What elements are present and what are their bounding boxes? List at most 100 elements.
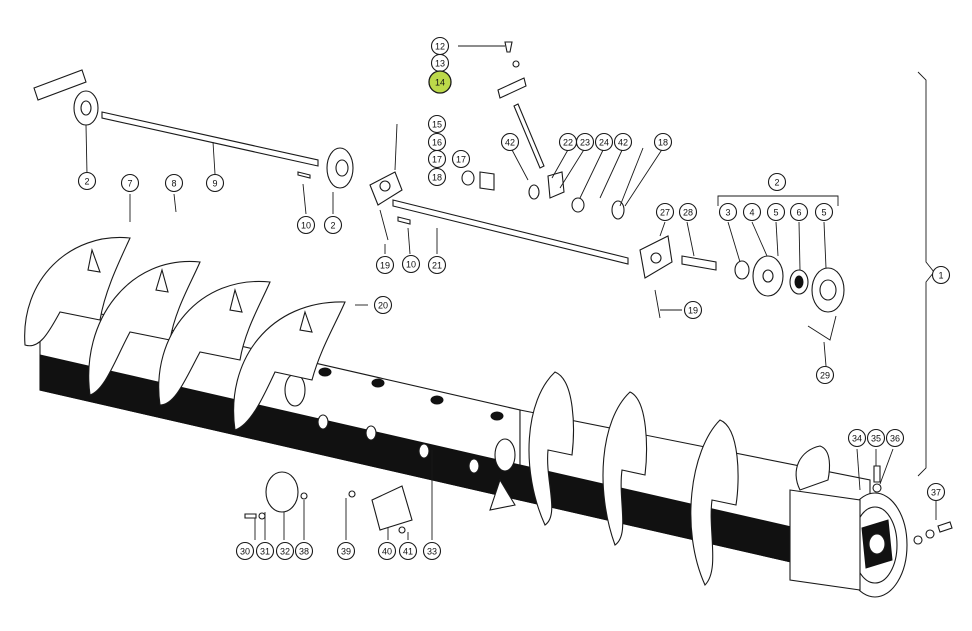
callout-2[interactable]: 2: [767, 172, 787, 192]
callout-12[interactable]: 12: [430, 36, 450, 56]
callout-8[interactable]: 8: [164, 173, 184, 193]
callout-34[interactable]: 34: [847, 428, 867, 448]
callout-label: 5: [821, 208, 826, 218]
callout-label: 20: [378, 301, 388, 311]
callout-19[interactable]: 19: [683, 300, 703, 320]
callout-circle: [296, 215, 316, 235]
callout-14[interactable]: 14: [428, 70, 452, 94]
callout-label: 1: [938, 271, 943, 281]
callout-label: 9: [212, 179, 217, 189]
callout-circle: [164, 173, 184, 193]
callout-circle: [77, 171, 97, 191]
callout-3[interactable]: 3: [718, 202, 738, 222]
callout-label: 17: [432, 155, 442, 165]
callout-42[interactable]: 42: [613, 132, 633, 152]
callout-circle: [275, 541, 295, 561]
callout-circle: [375, 255, 395, 275]
callout-label: 24: [599, 138, 609, 148]
callout-label: 42: [618, 138, 628, 148]
callout-30[interactable]: 30: [235, 541, 255, 561]
callout-label: 23: [580, 138, 590, 148]
callout-circle: [653, 132, 673, 152]
callout-circle: [427, 167, 447, 187]
bearing-parts: [461, 170, 625, 220]
callout-37[interactable]: 37: [926, 482, 946, 502]
callout-label: 5: [773, 208, 778, 218]
callout-35[interactable]: 35: [866, 428, 886, 448]
bracket-2: [717, 195, 839, 206]
callout-circle: [885, 428, 905, 448]
callout-18[interactable]: 18: [427, 167, 447, 187]
callout-circle: [235, 541, 255, 561]
callout-5[interactable]: 5: [814, 202, 834, 222]
callout-38[interactable]: 38: [294, 541, 314, 561]
callout-5[interactable]: 5: [766, 202, 786, 222]
callout-10[interactable]: 10: [401, 254, 421, 274]
callout-circle: [377, 541, 397, 561]
callout-32[interactable]: 32: [275, 541, 295, 561]
callout-36[interactable]: 36: [885, 428, 905, 448]
callout-label: 31: [260, 547, 270, 557]
callout-label: 15: [432, 120, 442, 130]
callout-label: 28: [683, 208, 693, 218]
callout-22[interactable]: 22: [558, 132, 578, 152]
callout-label: 2: [330, 221, 335, 231]
callout-42[interactable]: 42: [500, 132, 520, 152]
callout-2[interactable]: 2: [77, 171, 97, 191]
callout-label: 32: [280, 547, 290, 557]
callout-circle: [926, 482, 946, 502]
callout-label: 19: [688, 306, 698, 316]
callout-label: 2: [774, 178, 779, 188]
callout-circle: [427, 255, 447, 275]
callout-circle: [866, 428, 886, 448]
callout-33[interactable]: 33: [422, 541, 442, 561]
callout-15[interactable]: 15: [427, 114, 447, 134]
callout-label: 38: [299, 547, 309, 557]
callout-circle: [255, 541, 275, 561]
callout-label: 35: [871, 434, 881, 444]
callout-label: 37: [931, 488, 941, 498]
callout-circle: [500, 132, 520, 152]
callout-40[interactable]: 40: [377, 541, 397, 561]
callout-label: 22: [563, 138, 573, 148]
callout-41[interactable]: 41: [398, 541, 418, 561]
callout-1[interactable]: 1: [931, 265, 951, 285]
callout-6[interactable]: 6: [789, 202, 809, 222]
callout-label: 30: [240, 547, 250, 557]
callout-21[interactable]: 21: [427, 255, 447, 275]
parts-12-13-14: [458, 41, 545, 169]
callout-20[interactable]: 20: [373, 295, 393, 315]
callout-29[interactable]: 29: [815, 365, 835, 385]
callout-9[interactable]: 9: [205, 173, 225, 193]
callout-circle: [294, 541, 314, 561]
callout-circle: [451, 149, 471, 169]
callout-label: 2: [84, 177, 89, 187]
callout-circle: [401, 254, 421, 274]
callout-4[interactable]: 4: [742, 202, 762, 222]
callout-17[interactable]: 17: [427, 149, 447, 169]
callout-16[interactable]: 16: [427, 132, 447, 152]
callout-7[interactable]: 7: [120, 173, 140, 193]
callout-circle: [815, 365, 835, 385]
callout-circle: [398, 541, 418, 561]
callout-17[interactable]: 17: [451, 149, 471, 169]
callout-18[interactable]: 18: [653, 132, 673, 152]
callout-27[interactable]: 27: [655, 202, 675, 222]
callout-10[interactable]: 10: [296, 215, 316, 235]
callout-label: 34: [852, 434, 862, 444]
callout-24[interactable]: 24: [594, 132, 614, 152]
callout-19[interactable]: 19: [375, 255, 395, 275]
callout-31[interactable]: 31: [255, 541, 275, 561]
callout-label: 8: [171, 179, 176, 189]
callout-label: 41: [403, 547, 413, 557]
callout-2[interactable]: 2: [323, 215, 343, 235]
auger-flights-left: [24, 236, 346, 431]
callout-23[interactable]: 23: [575, 132, 595, 152]
bracket-1: [917, 71, 935, 477]
callout-13[interactable]: 13: [430, 53, 450, 73]
callout-28[interactable]: 28: [678, 202, 698, 222]
callout-39[interactable]: 39: [336, 541, 356, 561]
callout-circle: [678, 202, 698, 222]
